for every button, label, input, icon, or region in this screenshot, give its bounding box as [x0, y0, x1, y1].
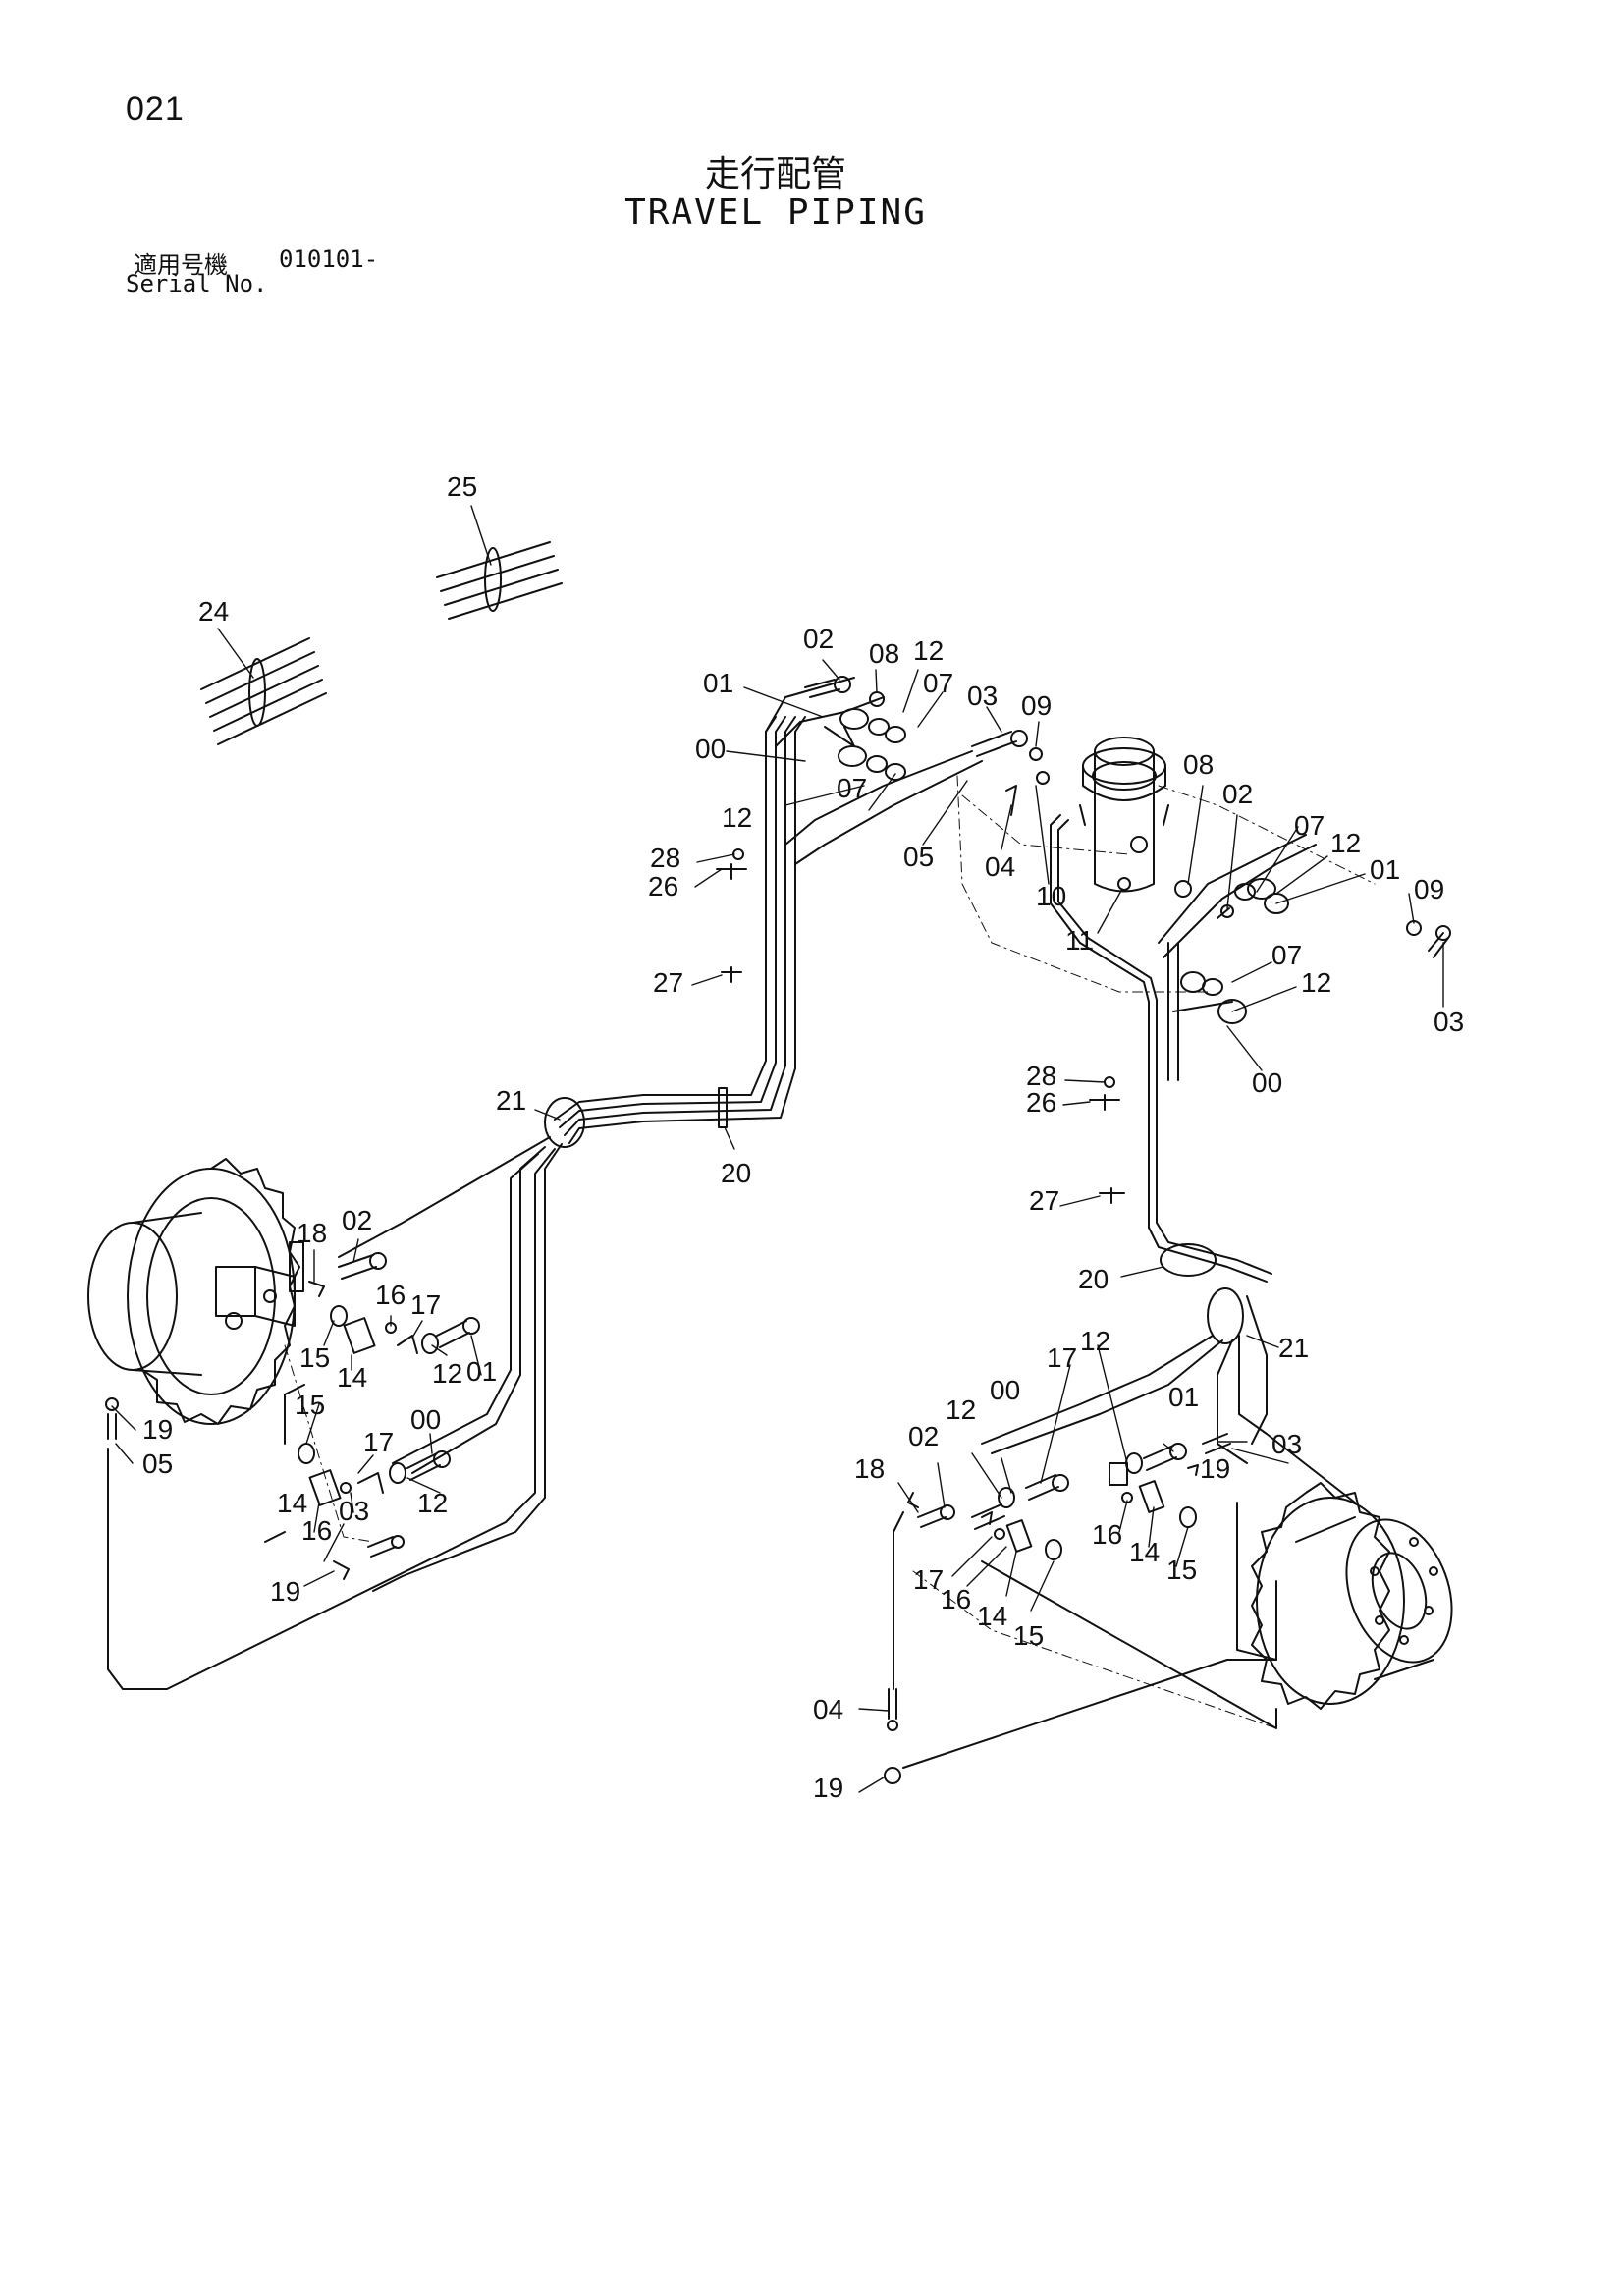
callout-15: 15 [1013, 1620, 1044, 1651]
pipe-bundle-right [893, 814, 1356, 1690]
callout-26: 26 [1026, 1087, 1056, 1118]
callout-11: 11 [1065, 925, 1094, 956]
callout-15: 15 [1166, 1555, 1197, 1585]
title-japanese: 走行配管 [704, 154, 846, 194]
callout-19: 19 [1200, 1453, 1230, 1484]
callout-00: 00 [1252, 1067, 1282, 1098]
callout-12: 12 [1301, 967, 1331, 998]
callout-07: 07 [1294, 810, 1325, 841]
callout-12: 12 [417, 1488, 448, 1518]
callout-14: 14 [977, 1601, 1007, 1631]
callout-01: 01 [466, 1356, 497, 1387]
callout-02: 02 [908, 1421, 939, 1451]
callout-28: 28 [1026, 1061, 1056, 1091]
callout-21: 21 [1278, 1333, 1309, 1363]
callout-02: 02 [1222, 779, 1253, 809]
callout-00: 00 [990, 1375, 1020, 1405]
callout-25: 25 [447, 471, 477, 502]
callout-05: 05 [903, 842, 934, 872]
callout-02: 02 [803, 624, 834, 654]
callout-20: 20 [1078, 1264, 1109, 1294]
callout-07: 07 [837, 773, 867, 803]
callout-17: 17 [913, 1564, 944, 1595]
callout-16: 16 [375, 1280, 406, 1310]
callout-26: 26 [648, 871, 678, 902]
callout-12: 12 [946, 1394, 976, 1425]
callout-05: 05 [142, 1449, 173, 1479]
callout-16: 16 [941, 1584, 971, 1614]
callout-07: 07 [923, 668, 953, 698]
hose-clamp-24-illustration [200, 637, 327, 745]
callout-12: 12 [432, 1358, 462, 1389]
callout-01: 01 [703, 668, 733, 698]
callout-01: 01 [1370, 854, 1400, 885]
callout-12: 12 [722, 802, 752, 833]
callout-17: 17 [1047, 1342, 1077, 1373]
callout-03: 03 [967, 681, 998, 711]
title-english: TRAVEL PIPING [624, 192, 927, 233]
callout-10: 10 [1036, 881, 1066, 911]
callout-12: 12 [1080, 1326, 1110, 1356]
callout-17: 17 [410, 1289, 441, 1320]
left-travel-motor-illustration [87, 1158, 304, 1425]
callout-16: 16 [1092, 1519, 1122, 1550]
callout-03: 03 [1434, 1007, 1464, 1037]
callout-01: 01 [1168, 1382, 1199, 1412]
pipe-bundle-left [107, 677, 983, 1690]
callout-14: 14 [1129, 1537, 1160, 1567]
serial-label-english: Serial No. [126, 270, 268, 298]
callout-18: 18 [297, 1218, 327, 1248]
callout-19: 19 [270, 1576, 300, 1607]
lower-right-fittings-illustration [884, 1433, 1277, 1784]
callout-18: 18 [854, 1453, 885, 1484]
assembly-dash-lines [284, 775, 1376, 1729]
callout-19: 19 [813, 1773, 843, 1803]
callout-17: 17 [363, 1427, 394, 1457]
callout-03: 03 [339, 1496, 369, 1526]
callout-leader-lines [111, 505, 1444, 1793]
right-travel-motor-illustration [1251, 1482, 1453, 1710]
callout-28: 28 [650, 843, 680, 873]
callout-08: 08 [869, 638, 899, 669]
hose-clamp-25-illustration [436, 541, 563, 620]
callout-15: 15 [299, 1342, 330, 1373]
callout-21: 21 [496, 1085, 526, 1116]
callout-24: 24 [198, 596, 229, 627]
callout-02: 02 [342, 1205, 372, 1235]
callout-04: 04 [985, 851, 1015, 882]
callout-27: 27 [1029, 1185, 1059, 1216]
callout-12: 12 [1330, 828, 1361, 858]
center-joint-illustration [1079, 737, 1169, 893]
callout-20: 20 [721, 1158, 751, 1188]
callout-00: 00 [410, 1404, 441, 1435]
callout-14: 14 [277, 1488, 307, 1518]
serial-value: 010101- [279, 246, 379, 273]
page-number: 021 [126, 90, 185, 128]
serial-label-japanese: 適用号機 [134, 251, 228, 279]
callout-03: 03 [1271, 1429, 1302, 1459]
callout-04: 04 [813, 1694, 843, 1724]
callout-08: 08 [1183, 749, 1214, 780]
callout-09: 09 [1021, 690, 1052, 721]
lower-left-fittings-illustration [105, 1252, 480, 1580]
callout-14: 14 [337, 1362, 367, 1393]
callout-07: 07 [1271, 940, 1302, 970]
callout-00: 00 [695, 734, 726, 764]
callout-labels: 25 24 02 08 12 01 07 03 09 00 12 07 05 0… [142, 471, 1464, 1803]
callout-16: 16 [301, 1515, 332, 1546]
callout-19: 19 [142, 1414, 173, 1445]
callout-15: 15 [295, 1390, 325, 1420]
callout-09: 09 [1414, 874, 1444, 904]
callout-12: 12 [913, 635, 944, 666]
callout-27: 27 [653, 967, 683, 998]
